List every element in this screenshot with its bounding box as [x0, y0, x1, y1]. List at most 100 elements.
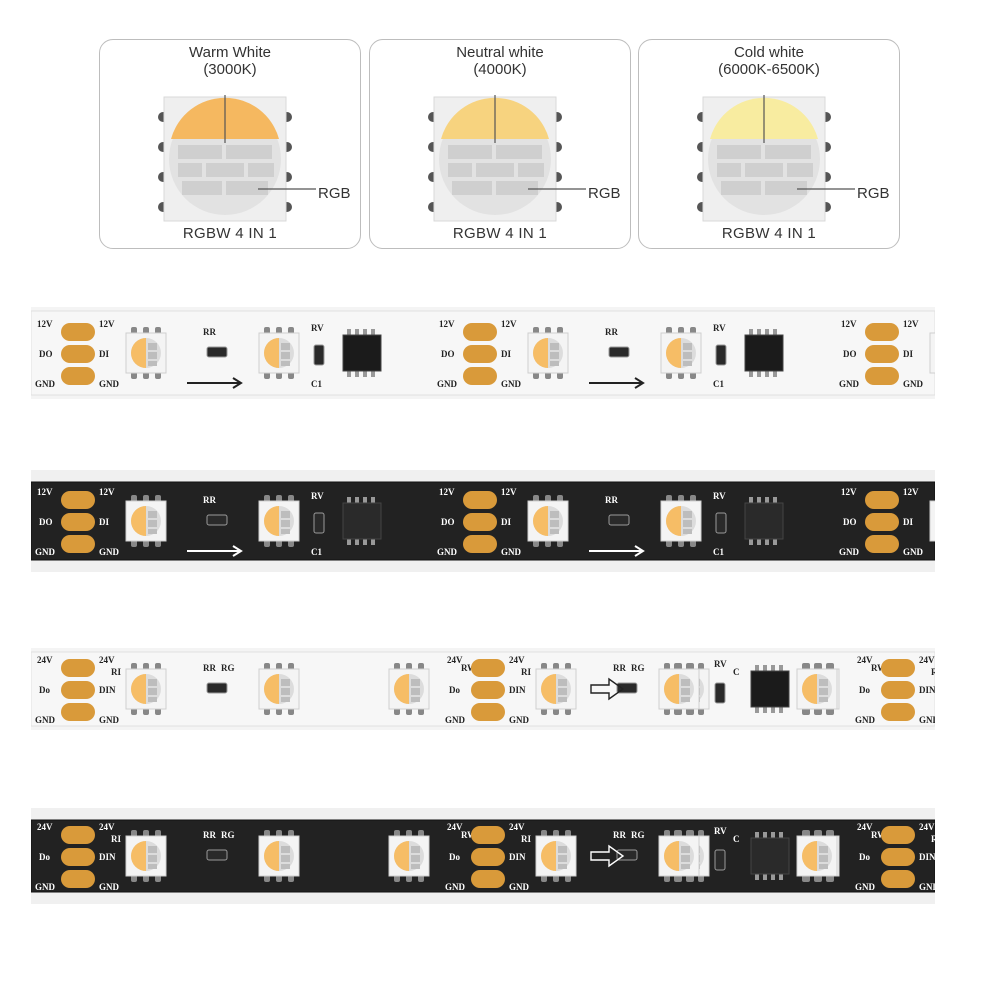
rv-label: RV — [311, 323, 324, 333]
voltage-label: 12V — [99, 487, 115, 497]
rgb-die — [681, 688, 690, 695]
ic-chip — [750, 665, 790, 713]
chip-pin — [763, 832, 767, 840]
chip-pin — [779, 872, 783, 880]
gnd-label: GND — [839, 379, 860, 389]
rgb-die — [558, 855, 567, 862]
rgbw-led — [258, 495, 300, 547]
rv-label: RV — [713, 323, 726, 333]
voltage-label: 24V — [919, 655, 935, 665]
rgb-die — [281, 343, 290, 350]
chip-pin — [363, 537, 367, 545]
rgb-die — [765, 181, 807, 195]
chip-body — [744, 334, 784, 372]
solder-pad — [881, 681, 915, 699]
chip-pin — [755, 705, 759, 713]
white-chip — [264, 674, 279, 704]
chip-pin — [765, 369, 769, 377]
resistor — [206, 849, 228, 861]
led-body — [929, 332, 935, 374]
voltage-label: 24V — [857, 822, 873, 832]
solder-pad — [61, 513, 95, 531]
rgbw-led — [658, 830, 700, 882]
solder-pad — [471, 681, 505, 699]
di-label: DI — [501, 517, 511, 527]
solder-pad — [61, 535, 95, 553]
rr-label: RR — [613, 663, 626, 673]
white-chip — [666, 506, 681, 536]
direction-arrow-icon — [232, 545, 243, 557]
rgbw-led — [258, 830, 300, 882]
chip-pin — [773, 369, 777, 377]
chip-pin — [347, 497, 351, 505]
rr-label: RR — [613, 830, 626, 840]
white-chip — [131, 841, 146, 871]
solder-pad — [471, 870, 505, 888]
rw-label: RW — [461, 663, 476, 673]
solder-pad — [881, 659, 915, 677]
neutral-white-card: Neutral white (4000K) RGB RGBW 4 IN 1 — [369, 39, 631, 249]
cold-white-card: Cold white (6000K-6500K) RGB RGBW 4 IN 1 — [638, 39, 900, 249]
rgb-die — [411, 864, 420, 869]
direction-arrow-icon — [590, 844, 625, 868]
rgb-die — [683, 343, 692, 350]
white-chip — [802, 841, 817, 871]
rgb-die — [281, 688, 290, 695]
gnd-label: GND — [35, 882, 56, 892]
solder-pad — [463, 345, 497, 363]
chip-pin — [355, 369, 359, 377]
rgb-die — [148, 343, 157, 350]
rgb-die — [787, 163, 813, 177]
rgb-die — [281, 529, 290, 534]
white-chip — [533, 506, 548, 536]
rgb-die — [178, 145, 222, 159]
rgb-chip-grid — [178, 145, 274, 195]
chip-pin — [749, 497, 753, 505]
white-chip — [541, 674, 556, 704]
di-label: DI — [903, 349, 913, 359]
gnd-label: GND — [445, 882, 466, 892]
chip-pin — [765, 497, 769, 505]
chip-pin — [757, 369, 761, 377]
chip-pin — [363, 369, 367, 377]
voltage-label: 12V — [99, 319, 115, 329]
chip-pin — [749, 329, 753, 337]
solder-pad — [463, 513, 497, 531]
chip-pin — [755, 832, 759, 840]
chip-pin — [363, 329, 367, 337]
rgb-die — [558, 697, 567, 702]
chip-pin — [771, 665, 775, 673]
rr-label: RR — [203, 663, 216, 673]
rgb-die — [550, 343, 559, 350]
chip-pin — [765, 329, 769, 337]
solder-pad — [471, 659, 505, 677]
voltage-label: 12V — [903, 487, 919, 497]
di-label: DIN — [509, 685, 526, 695]
gnd-label: GND — [437, 547, 458, 557]
rgb-die — [452, 181, 492, 195]
voltage-label: 12V — [439, 319, 455, 329]
rgb-die — [550, 529, 559, 534]
rgb-die — [476, 163, 514, 177]
rgbw-led — [660, 327, 702, 379]
rgb-die — [148, 864, 157, 869]
card-footer: RGBW 4 IN 1 — [721, 225, 817, 242]
ri-label: RI — [931, 667, 935, 677]
chip-body — [750, 837, 790, 875]
gnd-label: GND — [855, 715, 876, 725]
rr-label: RR — [203, 327, 216, 337]
resistor — [608, 514, 630, 526]
di-label: DIN — [509, 852, 526, 862]
white-chip — [131, 674, 146, 704]
c-label: C — [733, 667, 740, 677]
rgb-die — [683, 529, 692, 534]
white-chip — [131, 506, 146, 536]
rgb-die — [496, 145, 542, 159]
rgb-die — [411, 855, 420, 862]
ri-label: RI — [111, 667, 121, 677]
di-label: DI — [99, 517, 109, 527]
rgb-die — [681, 679, 690, 686]
gnd-label: GND — [839, 547, 860, 557]
